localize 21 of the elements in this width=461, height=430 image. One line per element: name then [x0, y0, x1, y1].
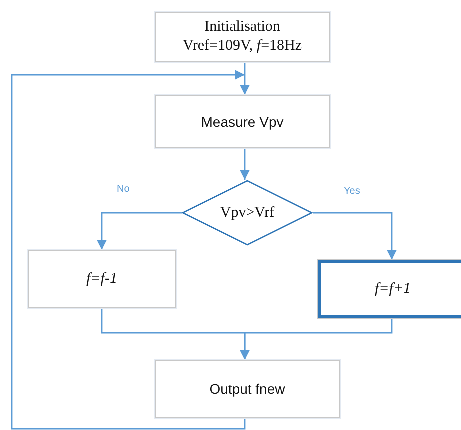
node-text: Initialisation — [204, 18, 280, 37]
node-text: f=f-1 — [86, 270, 118, 288]
decision-diamond — [182, 180, 313, 246]
process-box — [28, 250, 176, 308]
process-box — [155, 360, 340, 418]
arrow — [313, 212, 397, 260]
process-box — [155, 12, 330, 62]
arrow — [240, 62, 250, 95]
process-box — [318, 260, 461, 318]
arrow — [11, 70, 246, 430]
arrow — [97, 212, 182, 250]
node-text: Measure Vpv — [201, 114, 284, 130]
node-text: Output fnew — [210, 381, 286, 397]
process-box — [155, 95, 330, 148]
node-text: f=f+1 — [374, 280, 412, 298]
arrow — [240, 318, 393, 360]
node-text: Vpv>Vrf — [220, 204, 275, 222]
arrow — [240, 148, 250, 180]
edge-label: Yes — [343, 186, 362, 197]
node-text: Vref=109V, f=18Hz — [182, 37, 302, 56]
edge-label: No — [116, 184, 131, 195]
